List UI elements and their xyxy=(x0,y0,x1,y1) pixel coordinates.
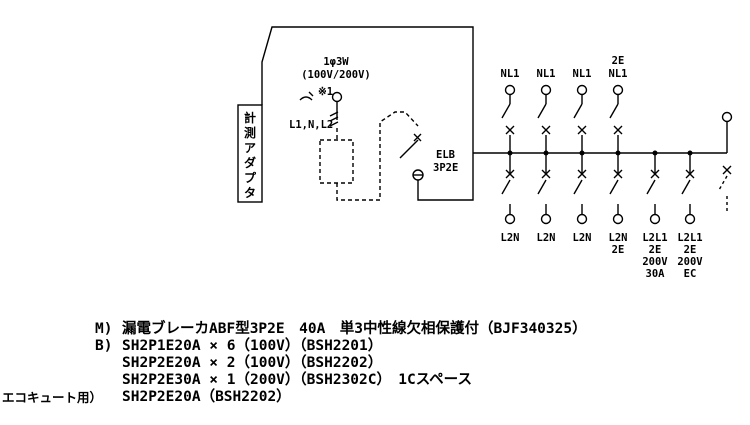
adapter-label-char: 計 xyxy=(244,110,256,125)
adapter-label: 計 測 ア ダ プ タ xyxy=(244,110,257,200)
elb-switch-blade xyxy=(399,139,419,159)
branch-bottom-label: 2E xyxy=(612,244,625,256)
branch-top-prefix: 2E xyxy=(612,55,625,67)
source-note-label: ※1 xyxy=(318,86,333,98)
adapter-label-char: ダ xyxy=(244,155,256,170)
adapter-label-char: プ xyxy=(244,170,257,185)
branch-breaker-5 xyxy=(646,153,661,225)
spec-ecocute-text: SH2P2E20A（BSH2202） xyxy=(122,389,291,405)
spec-branch-label: B) xyxy=(95,338,113,354)
branch-bottom-label: 200V xyxy=(642,256,668,268)
source-phase-label: 1φ3W xyxy=(323,56,349,68)
branch-bottom-label: L2N xyxy=(609,232,628,244)
adapter-loop-wire xyxy=(336,111,419,201)
elb-contact-mark xyxy=(413,133,422,142)
elb-name-label: ELB xyxy=(436,149,455,161)
measuring-adapter-box xyxy=(237,104,263,203)
branch-bottom-label: L2N xyxy=(537,232,556,244)
branch-bottom-label: EC xyxy=(684,268,697,280)
branch-bottom-label: 200V xyxy=(677,256,703,268)
branch-bottom-label: L2N xyxy=(573,232,592,244)
spec-main-breaker-text: 漏電ブレーカABF型3P2E 40A 単3中性線欠相保護付（BJF340325） xyxy=(122,321,587,337)
meter-dashed-box xyxy=(319,139,354,184)
adapter-label-char: 測 xyxy=(244,125,256,140)
branch-bottom-label: 2E xyxy=(684,244,697,256)
adapter-label-char: ア xyxy=(244,141,256,155)
source-lines-label: L1,N,L2 xyxy=(289,119,333,131)
branch-bottom-label: L2N xyxy=(501,232,520,244)
branch-top-label: NL1 xyxy=(609,68,628,80)
bus-junction-dots xyxy=(507,150,693,156)
spec-branch-line: SH2P2E30A × 1（200V）（BSH2302C） 1Cスペース xyxy=(122,372,472,388)
source-terminal xyxy=(331,91,343,103)
adapter-outer-line xyxy=(261,26,474,153)
source-voltage-label: (100V/200V) xyxy=(301,69,371,81)
spec-main-breaker-label: M) xyxy=(95,321,113,337)
branch-top-label: NL1 xyxy=(501,68,520,80)
branch-top-label: NL1 xyxy=(537,68,556,80)
elb-poles-label: 3P2E xyxy=(433,162,458,174)
branch-bottom-label: 30A xyxy=(646,268,666,280)
branch-top-label: NL1 xyxy=(573,68,592,80)
branch-breaker-2 xyxy=(537,84,552,225)
branch-breaker-6 xyxy=(681,153,696,225)
branch-bottom-label: L2L1 xyxy=(642,232,667,244)
elb-to-bus-line xyxy=(417,153,474,201)
spec-ecocute-label: エコキュート用） xyxy=(2,390,103,405)
three-wire-slash-mark xyxy=(329,111,339,127)
spec-branch-line: SH2P1E20A × 6（100V）（BSH2201） xyxy=(122,338,383,354)
note-lead-mark xyxy=(299,91,314,101)
branch-bottom-label: L2L1 xyxy=(677,232,702,244)
spec-branch-line: SH2P2E20A × 2（100V）（BSH2202） xyxy=(122,355,383,371)
spare-space-branch xyxy=(718,111,733,214)
branch-bottom-label: 2E xyxy=(649,244,662,256)
adapter-label-char: タ xyxy=(244,186,256,200)
